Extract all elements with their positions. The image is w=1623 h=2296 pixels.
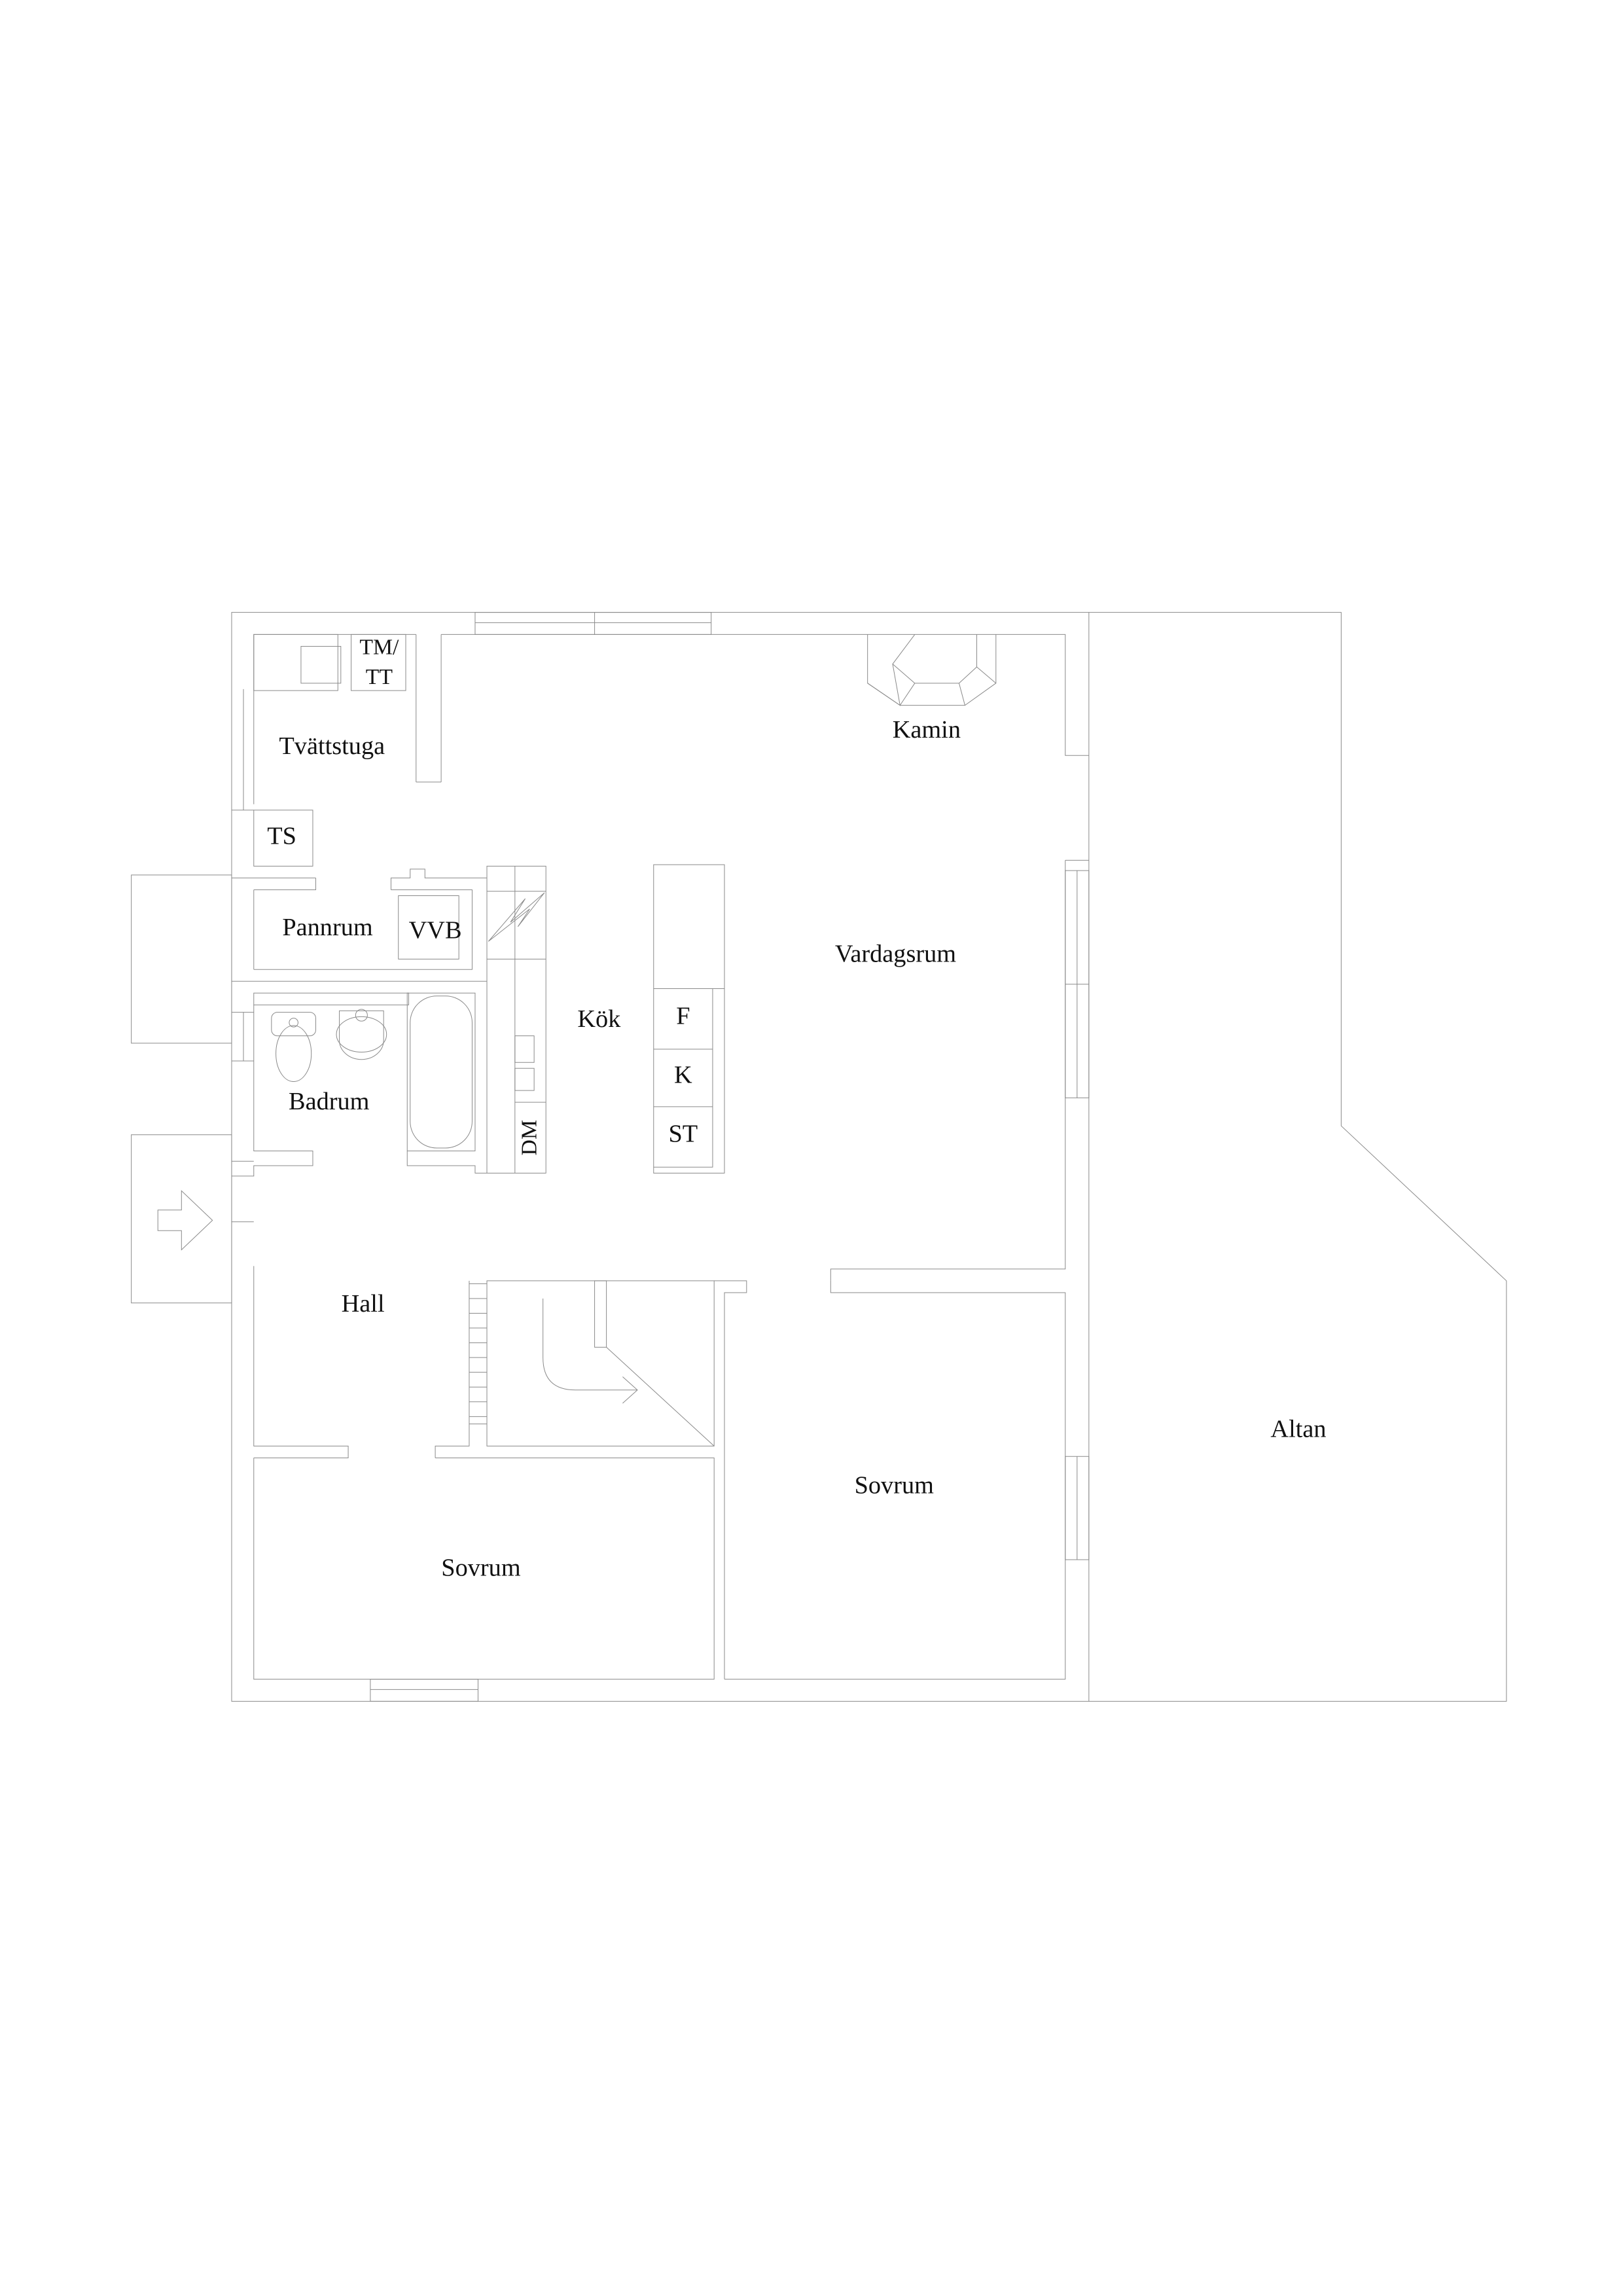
entrance-arrow-icon <box>158 1191 212 1249</box>
label-dm: DM <box>517 1120 541 1155</box>
left-rooms-walls <box>232 634 546 1175</box>
kitchen-island <box>654 865 724 1173</box>
label-tvattstuga: Tvättstuga <box>279 732 385 760</box>
label-pannrum: Pannrum <box>282 914 373 941</box>
bedroom-walls <box>254 1281 1089 1679</box>
label-st: ST <box>668 1121 698 1148</box>
entrance <box>132 875 254 1303</box>
label-k: K <box>674 1062 692 1089</box>
stair-direction-arrow-icon <box>543 1299 637 1403</box>
outer-walls <box>232 613 1089 1702</box>
label-vvb: VVB <box>409 917 462 944</box>
label-sovrum-left: Sovrum <box>441 1554 521 1582</box>
label-sovrum-right: Sovrum <box>855 1471 935 1499</box>
stairs <box>254 1266 747 1679</box>
label-kok: Kök <box>577 1005 621 1033</box>
fireplace <box>868 634 996 705</box>
label-tm: TM/ <box>359 636 399 660</box>
label-f: F <box>676 1002 690 1030</box>
lightning-bolt-icon <box>488 893 544 941</box>
label-hall: Hall <box>342 1290 385 1318</box>
label-altan: Altan <box>1270 1416 1326 1443</box>
label-ts: TS <box>267 822 296 850</box>
deck-outline <box>1089 613 1507 1702</box>
label-tt: TT <box>366 665 393 689</box>
label-badrum: Badrum <box>289 1088 370 1115</box>
label-vardagsrum: Vardagsrum <box>835 941 956 968</box>
label-kamin: Kamin <box>893 716 961 744</box>
